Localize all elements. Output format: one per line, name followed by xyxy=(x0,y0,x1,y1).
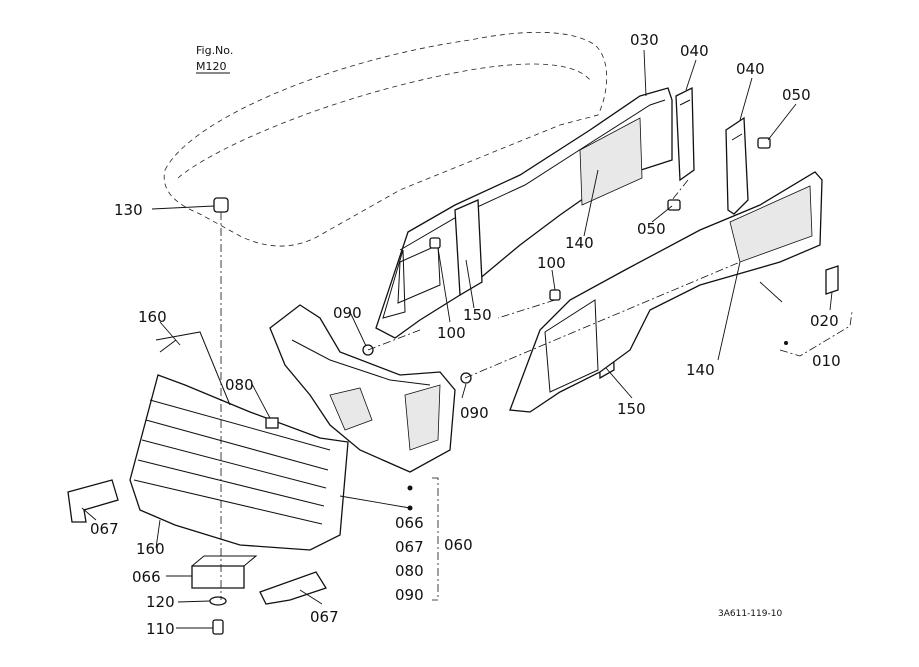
callout-labels: 030 040 040 050 130 050 140 100 150 100 … xyxy=(90,31,841,638)
callout-040-b: 040 xyxy=(736,60,765,78)
clip-080 xyxy=(265,417,279,429)
group-bracket-010 xyxy=(779,311,853,357)
side-panel-left xyxy=(509,171,823,413)
fig-no-value: M120 xyxy=(196,60,227,73)
callout-020: 020 xyxy=(810,312,839,330)
drawing-code: 3A611-119-10 xyxy=(718,609,782,619)
pad-067-left xyxy=(67,479,119,523)
leader-lines xyxy=(81,49,833,629)
screw-110 xyxy=(212,619,224,635)
callout-140-a: 140 xyxy=(565,234,594,252)
group-bracket-060 xyxy=(407,477,439,601)
front-grille xyxy=(129,331,349,551)
callout-067-a: 067 xyxy=(90,520,119,538)
washer-120 xyxy=(209,596,227,606)
callout-040-a: 040 xyxy=(680,42,709,60)
bolt-050-b xyxy=(667,199,681,211)
callout-150-b: 150 xyxy=(617,400,646,418)
callout-100-b: 100 xyxy=(537,254,566,272)
callout-050-b: 050 xyxy=(637,220,666,238)
callout-090-a: 090 xyxy=(333,304,362,322)
callout-050-a: 050 xyxy=(782,86,811,104)
bolt-100-a xyxy=(429,237,441,249)
pad-066 xyxy=(191,555,258,589)
hood-outline xyxy=(163,31,607,247)
callout-067-b: 067 xyxy=(310,608,339,626)
clip-020 xyxy=(825,265,839,295)
callout-010: 010 xyxy=(812,352,841,370)
callout-160-b: 160 xyxy=(136,540,165,558)
callout-060: 060 xyxy=(444,536,473,554)
callout-066: 066 xyxy=(132,568,161,586)
bracket-040-a xyxy=(675,86,695,182)
bolt-130 xyxy=(213,197,229,213)
pad-067-right xyxy=(259,571,327,605)
callout-140-b: 140 xyxy=(686,361,715,379)
alignment-lines xyxy=(220,179,741,600)
bracket-150-upper xyxy=(454,199,483,297)
bolt-100-b xyxy=(549,289,561,301)
group-060-item-080: 080 xyxy=(395,562,424,580)
callout-150-a: 150 xyxy=(463,306,492,324)
callout-160-a: 160 xyxy=(138,308,167,326)
callout-130: 130 xyxy=(114,201,143,219)
group-060-item-067: 067 xyxy=(395,538,424,556)
bracket-040-b xyxy=(725,116,749,215)
grille-frame xyxy=(269,304,456,473)
callout-080: 080 xyxy=(225,376,254,394)
group-060-item-090: 090 xyxy=(395,586,424,604)
figure-number: Fig.No. M120 xyxy=(196,44,233,74)
group-060-item-066: 066 xyxy=(395,514,424,532)
callout-110: 110 xyxy=(146,620,175,638)
fig-no-label: Fig.No. xyxy=(196,44,233,57)
callout-100-a: 100 xyxy=(437,324,466,342)
callout-090-b: 090 xyxy=(460,404,489,422)
bolt-050-a xyxy=(757,137,771,149)
callout-120: 120 xyxy=(146,593,175,611)
callout-030: 030 xyxy=(630,31,659,49)
